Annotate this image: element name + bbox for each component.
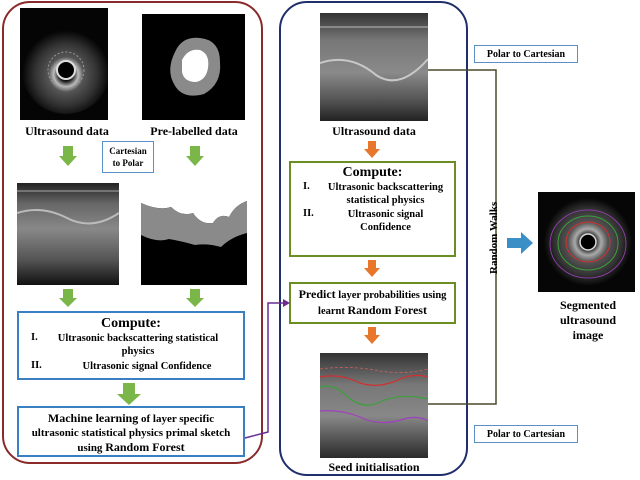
random-walks-label: Random Walks — [488, 201, 500, 274]
ultrasound-image-polar — [17, 183, 119, 285]
training-panel — [2, 1, 263, 464]
test-ultrasound-caption: Ultrasound data — [332, 124, 416, 138]
segmented-ultrasound-caption: Segmented ultrasound image — [559, 298, 617, 342]
segmented-ultrasound-image — [538, 192, 635, 292]
cartesian-to-polar-label: Cartesian to Polar — [102, 141, 154, 173]
green-arrow-1 — [59, 146, 77, 166]
ultrasound-image-cartesian — [20, 8, 108, 120]
polar-to-cartesian-label-bottom: Polar to Cartesian — [474, 425, 578, 443]
green-arrow-2 — [186, 146, 204, 166]
orange-arrow-1 — [364, 141, 380, 158]
green-arrow-3 — [59, 289, 77, 307]
blue-arrow — [507, 232, 533, 254]
compute-item: I. Ultrasonic backscattering statistical… — [303, 181, 444, 206]
compute-box-training: Compute: I. Ultrasonic backscattering st… — [17, 311, 245, 380]
inference-panel — [279, 1, 468, 476]
compute-box-inference: Compute: I. Ultrasonic backscattering st… — [289, 161, 456, 257]
compute-item: II. Ultrasonic signal Confidence — [31, 360, 212, 372]
orange-arrow-2 — [364, 260, 380, 277]
prelabelled-image-cartesian — [142, 14, 245, 120]
machine-learning-box: Machine learning of layer specific ultra… — [17, 406, 245, 457]
predict-box: Predict layer probabilities using learnt… — [289, 282, 456, 324]
seed-initialisation-caption: Seed initialisation — [328, 460, 420, 474]
compute-item: I. Ultrasonic backscattering statistical… — [31, 332, 219, 357]
polar-to-cartesian-label-top: Polar to Cartesian — [474, 45, 578, 63]
green-arrow-4 — [186, 289, 204, 307]
compute-list: I. Ultrasonic backscattering statistical… — [19, 332, 243, 373]
green-arrow-5 — [117, 383, 141, 405]
seed-initialisation-image — [320, 353, 428, 458]
compute-list: I. Ultrasonic backscattering statistical… — [291, 181, 454, 234]
prelabelled-data-caption: Pre-labelled data — [150, 124, 238, 138]
compute-title: Compute: — [101, 316, 161, 331]
prelabelled-image-polar — [141, 183, 247, 285]
top-bracket-connector — [428, 69, 497, 405]
ml-to-predict-arrowhead — [283, 299, 290, 307]
orange-arrow-3 — [364, 327, 380, 344]
compute-title: Compute: — [342, 165, 403, 180]
ultrasound-image-test-polar — [320, 13, 428, 121]
ml-to-predict-connector — [244, 302, 286, 439]
ultrasound-data-caption: Ultrasound data — [25, 124, 109, 138]
compute-item: II. Ultrasonic signal Confidence — [303, 208, 424, 233]
